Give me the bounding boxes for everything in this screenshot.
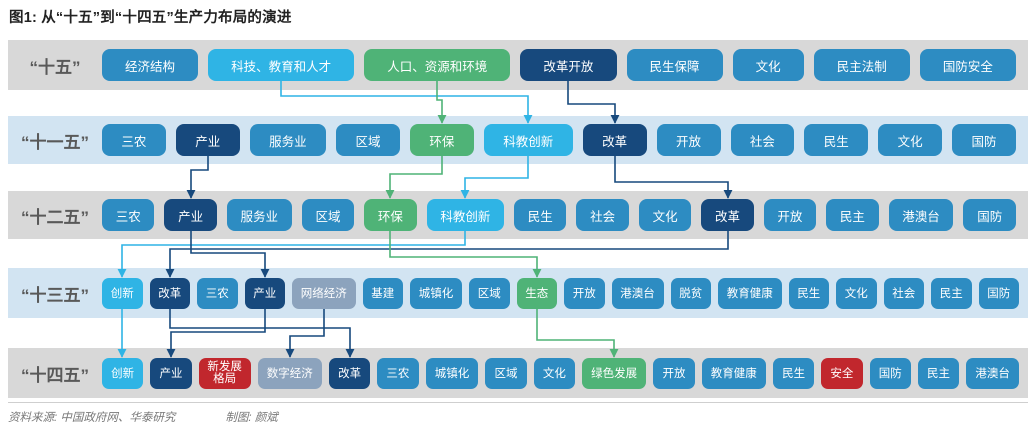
plan-item: 三农: [197, 277, 238, 309]
plan-item: 文化: [638, 199, 692, 231]
plan-item: 区域: [469, 277, 510, 309]
plan-item: 开放: [564, 277, 605, 309]
plan-item: 国防: [963, 199, 1016, 231]
plan-item: 改革: [582, 124, 647, 156]
plan-item: 网络经济: [292, 277, 356, 309]
row-items: 创新产业新发展格局数字经济改革三农城镇化区域文化绿色发展开放教育健康民生安全国防…: [102, 357, 1028, 389]
plan-item: 城镇化: [410, 277, 462, 309]
plan-item: 产业: [164, 199, 217, 231]
plan-row-4: “十三五” 创新改革三农产业网络经济基建城镇化区域生态开放港澳台脱贫教育健康民生文…: [8, 268, 1028, 318]
plan-item: 区域: [485, 357, 527, 389]
plan-item: 民生: [788, 277, 829, 309]
plan-item: 创新: [102, 357, 144, 389]
plan-item: 文化: [533, 357, 575, 389]
plan-item: 社会: [883, 277, 924, 309]
plan-item: 科教创新: [483, 124, 573, 156]
plan-item: 港澳台: [888, 199, 954, 231]
plan-item: 经济结构: [102, 49, 199, 81]
plan-item: 文化: [836, 277, 877, 309]
plan-item: 民生: [514, 199, 567, 231]
row-items: 三农产业服务业区域环保科教创新改革开放社会民生文化国防: [102, 124, 1028, 156]
plan-item: 港澳台: [966, 357, 1019, 389]
plan-item: 改革: [701, 199, 754, 231]
plan-item: 脱贫: [670, 277, 711, 309]
plan-item: 民主法制: [813, 49, 910, 81]
plan-item: 产业: [175, 124, 240, 156]
plan-item: 科技、教育和人才: [208, 49, 355, 81]
plan-item: 社会: [730, 124, 795, 156]
plan-item: 安全: [821, 357, 863, 389]
plan-row-1: “十五” 经济结构科技、教育和人才人口、资源和环境改革开放民生保障文化民主法制国防…: [8, 40, 1028, 90]
plan-item: 民主: [826, 199, 879, 231]
plan-row-2: “十一五” 三农产业服务业区域环保科教创新改革开放社会民生文化国防: [8, 116, 1028, 164]
plan-item: 人口、资源和环境: [364, 49, 511, 81]
credit-note: 制图: 颜斌: [225, 412, 278, 424]
plan-item: 环保: [364, 199, 417, 231]
plan-item: 文化: [732, 49, 804, 81]
plan-item: 改革: [328, 357, 371, 389]
plan-item: 民生保障: [626, 49, 723, 81]
plan-item: 数字经济: [257, 357, 322, 389]
row-label: “十四五”: [21, 365, 89, 385]
plan-item: 产业: [244, 277, 285, 309]
plan-item: 三农: [102, 124, 166, 156]
plan-item: 创新: [102, 277, 143, 309]
plan-item: 社会: [576, 199, 629, 231]
plan-item: 城镇化: [425, 357, 479, 389]
plan-item: 文化: [878, 124, 943, 156]
plan-item: 教育健康: [718, 277, 782, 309]
plan-item: 民生: [772, 357, 815, 389]
plan-item: 生态: [516, 277, 557, 309]
row-items: 创新改革三农产业网络经济基建城镇化区域生态开放港澳台脱贫教育健康民生文化社会民主…: [102, 277, 1028, 309]
plan-item: 改革开放: [520, 49, 617, 81]
footer: 资料来源: 中国政府网、华泰研究 制图: 颜斌: [8, 402, 1028, 425]
plan-item: 民主: [931, 277, 972, 309]
row-items: 经济结构科技、教育和人才人口、资源和环境改革开放民生保障文化民主法制国防安全: [102, 49, 1028, 81]
plan-item: 国防安全: [919, 49, 1016, 81]
plan-item: 三农: [102, 199, 155, 231]
plan-item: 新发展格局: [198, 357, 251, 389]
plan-row-5: “十四五”创新产业新发展格局数字经济改革三农城镇化区域文化绿色发展开放教育健康民…: [8, 348, 1028, 398]
plan-item: 开放: [653, 357, 695, 389]
plan-item: 开放: [656, 124, 721, 156]
plan-item: 港澳台: [611, 277, 664, 309]
plan-item: 服务业: [249, 124, 327, 156]
figure-title: 图1: 从“十五”到“十四五”生产力布局的演进: [9, 10, 292, 26]
plan-item: 民生: [804, 124, 869, 156]
plan-item: 区域: [336, 124, 400, 156]
row-label: “十一五”: [21, 132, 89, 152]
plan-item: 国防: [978, 277, 1019, 309]
plan-row-3: “十二五” 三农产业服务业区域环保科教创新民生社会文化改革开放民主港澳台国防: [8, 191, 1028, 239]
plan-item: 教育健康: [701, 357, 766, 389]
plan-item: 环保: [410, 124, 474, 156]
row-label: “十三五”: [21, 285, 89, 305]
plan-item: 服务业: [226, 199, 292, 231]
plan-item: 民主: [917, 357, 960, 389]
row-label: “十二五”: [21, 207, 89, 227]
plan-item: 国防: [952, 124, 1016, 156]
plan-item: 区域: [301, 199, 355, 231]
plan-item: 产业: [150, 357, 192, 389]
plan-item: 三农: [377, 357, 419, 389]
plan-item: 科教创新: [426, 199, 505, 231]
row-items: 三农产业服务业区域环保科教创新民生社会文化改革开放民主港澳台国防: [102, 199, 1028, 231]
plan-item: 开放: [763, 199, 817, 231]
source-note: 资料来源: 中国政府网、华泰研究: [8, 412, 176, 424]
row-label: “十五”: [29, 57, 81, 77]
plan-item: 改革: [149, 277, 190, 309]
plan-item: 基建: [362, 277, 403, 309]
plan-item: 国防: [869, 357, 911, 389]
plan-item: 绿色发展: [582, 357, 647, 389]
